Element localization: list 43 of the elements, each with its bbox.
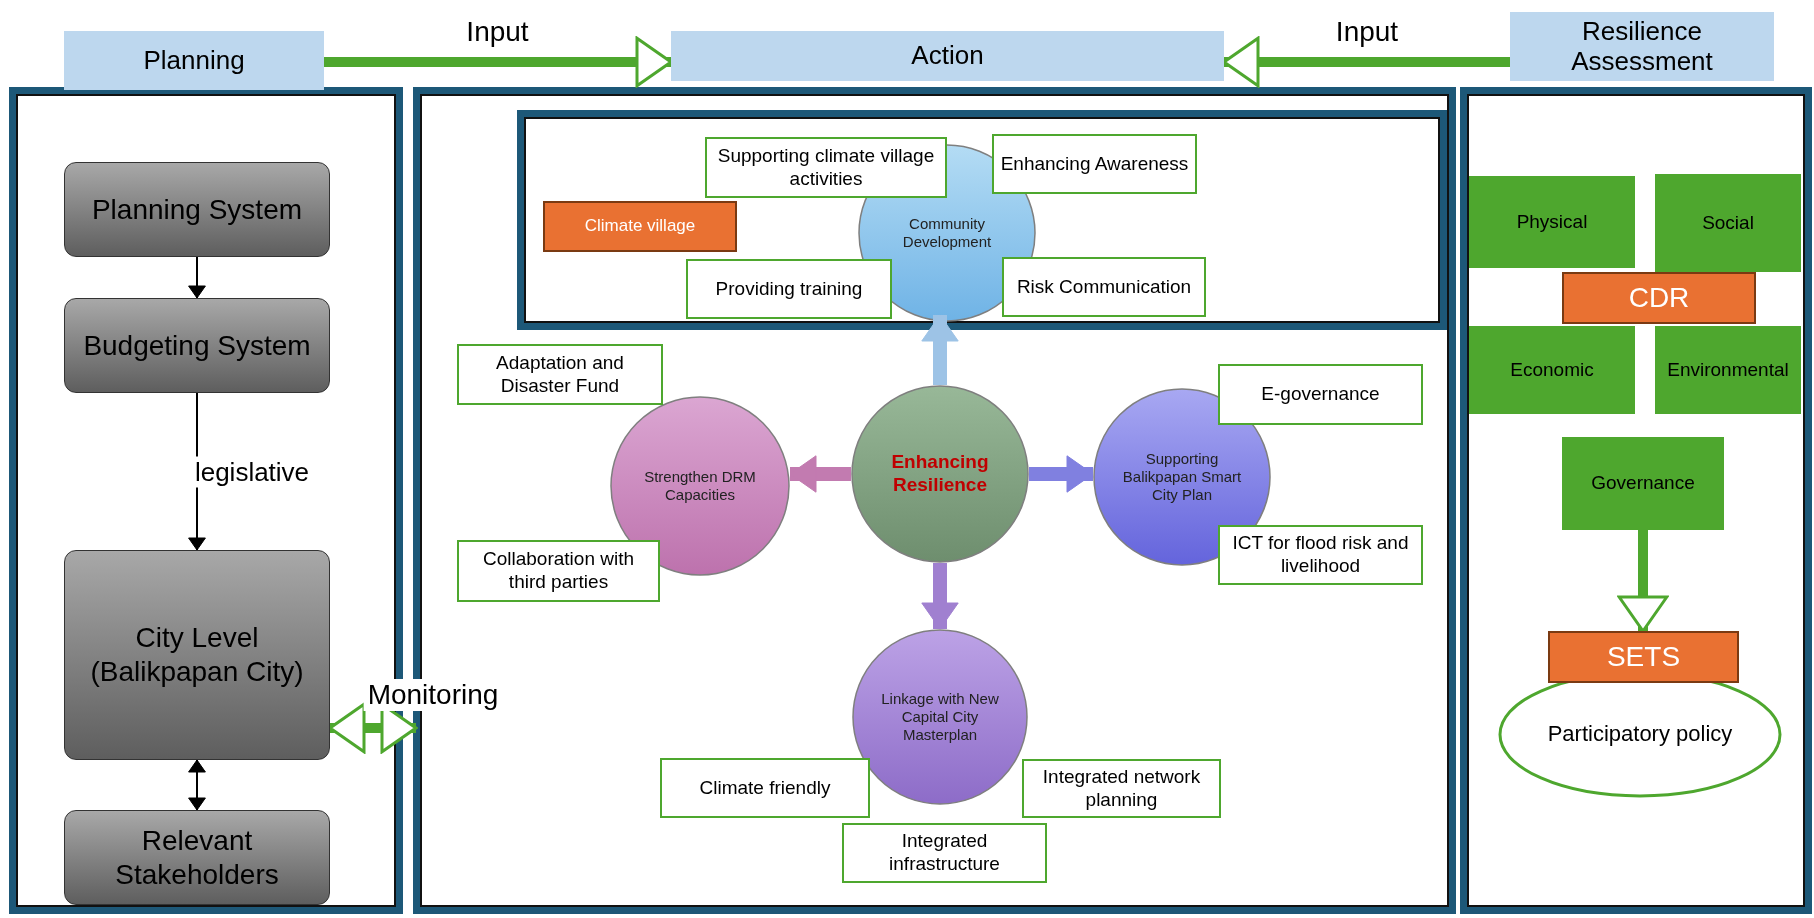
text-box: Supporting climate village activities [705, 137, 947, 198]
arrow [1029, 455, 1094, 493]
node-label: Community Development [901, 215, 993, 251]
panel-heading: Action [671, 31, 1224, 81]
arrow [328, 702, 418, 754]
node-label: Participatory policy [1546, 721, 1734, 748]
highlight-box: CDR [1562, 272, 1756, 324]
arrow [188, 759, 206, 811]
text-box: Climate friendly [660, 758, 870, 818]
node-label: Linkage with New Capital City Masterplan [880, 690, 1000, 744]
arrow [188, 256, 206, 299]
category-box: Governance [1562, 437, 1724, 530]
process-box: Relevant Stakeholders [64, 810, 330, 905]
arrow [789, 455, 851, 493]
text-box: E-governance [1218, 364, 1423, 425]
group-frame [517, 110, 1447, 330]
panel-heading: Resilience Assessment [1510, 12, 1774, 81]
text-box: Integrated infrastructure [842, 823, 1047, 883]
text-box: Providing training [686, 259, 892, 319]
node-label: Supporting Balikpapan Smart City Plan [1121, 450, 1243, 504]
node-label: Strengthen DRM Capacities [643, 468, 757, 504]
process-box: City Level (Balikpapan City) [64, 550, 330, 760]
arrow [921, 563, 959, 630]
category-box: Social [1655, 174, 1801, 272]
arrow [1617, 530, 1669, 633]
arrow [1222, 36, 1510, 88]
text-box: Enhancing Awareness [992, 134, 1197, 194]
highlight-box: Climate village [543, 201, 737, 252]
text-box: Integrated network planning [1022, 759, 1221, 818]
text-box: ICT for flood risk and livelihood [1218, 525, 1423, 585]
process-box: Planning System [64, 162, 330, 257]
category-box: Environmental [1655, 326, 1801, 414]
panel-heading: Planning [64, 31, 324, 90]
arrow [324, 36, 673, 88]
category-box: Physical [1469, 176, 1635, 268]
text-box: Collaboration with third parties [457, 540, 660, 602]
arrow [921, 314, 959, 385]
category-box: Economic [1469, 326, 1635, 414]
text-box: Risk Communication [1002, 257, 1206, 317]
node-label: Enhancing Resilience [890, 451, 990, 497]
text-box: Adaptation and Disaster Fund [457, 344, 663, 405]
highlight-box: SETS [1548, 631, 1739, 683]
process-box: Budgeting System [64, 298, 330, 393]
